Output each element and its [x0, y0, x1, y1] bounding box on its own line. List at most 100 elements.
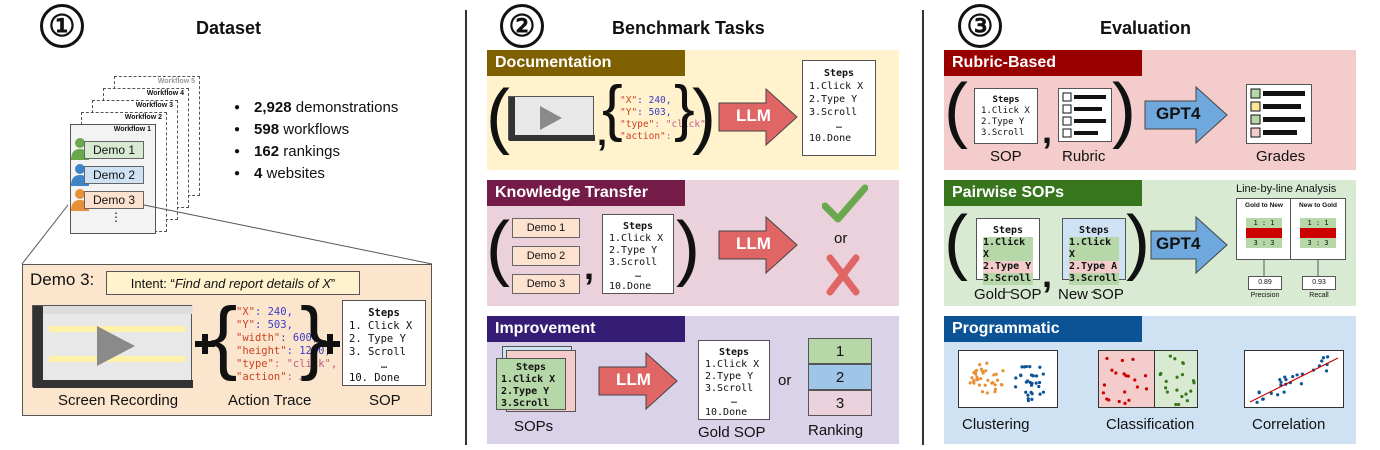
plot-point [1326, 355, 1330, 359]
rank-3: 3 [808, 390, 872, 416]
rank-1: 1 [808, 338, 872, 364]
plot-point [1175, 375, 1179, 379]
plot-point [990, 381, 994, 385]
gold-sop-card: Steps 1.Click X 2.Type Y 3.Scroll … [976, 218, 1040, 296]
plot-point [985, 361, 989, 365]
sop-card: Steps 1. Click X 2. Type Y 3. Scroll … 1… [342, 300, 426, 386]
plot-point [1117, 399, 1121, 404]
plot-point [984, 369, 988, 373]
plot-point [1164, 386, 1168, 390]
analysis-title: Line-by-line Analysis [1236, 183, 1337, 195]
analysis-cell: 3 : 3 [1246, 238, 1282, 248]
plot-point [1038, 365, 1042, 369]
caption-gold-sop: Gold SOP [974, 286, 1042, 303]
plot-point [1279, 380, 1283, 384]
paren-open: ( [486, 76, 510, 156]
demo-chip: Demo 1 [512, 218, 580, 238]
caption-sops: SOPs [514, 418, 554, 435]
plot-point [1026, 393, 1030, 397]
llm-arrow [718, 88, 798, 146]
plot-point [1321, 356, 1326, 360]
clustering-plot [958, 350, 1058, 408]
rank-2: 2 [808, 364, 872, 390]
comma: , [1042, 254, 1053, 295]
llm-label: LLM [616, 370, 651, 389]
demo-chip: Demo 2 [512, 246, 580, 266]
demo-detail-label: Demo 3: [30, 270, 95, 289]
documentation-header: Documentation [487, 50, 685, 76]
pairwise-header: Pairwise SOPs [944, 180, 1142, 206]
rubric-header: Rubric-Based [944, 50, 1142, 76]
plot-point [979, 367, 983, 371]
stat-item: 162 rankings [234, 142, 398, 164]
sop-card: Steps 1.Click X 2.Type Y 3.Scroll … 10.D… [802, 60, 876, 156]
plot-point [1165, 390, 1169, 394]
plot-point [1269, 391, 1273, 395]
plot-point [1144, 387, 1149, 391]
sop-card: Steps 1.Click X 2.Type Y 3.Scroll [974, 88, 1038, 144]
plot-point [1180, 394, 1184, 399]
paren-open: ( [944, 70, 968, 150]
plot-point [1123, 390, 1127, 394]
plot-point [1189, 389, 1193, 393]
analysis-cell [1246, 228, 1282, 238]
analysis-divider [1290, 198, 1291, 260]
plot-point [1181, 361, 1185, 366]
improvement-header: Improvement [487, 316, 685, 342]
plot-point [994, 372, 998, 376]
stat-item: 4 websites [234, 164, 398, 186]
caption-new-sop: New SOP [1058, 286, 1124, 303]
section-divider [465, 10, 467, 445]
plot-point [1177, 402, 1181, 407]
precision-label: Precision [1250, 292, 1280, 299]
llm-arrow [598, 352, 678, 410]
plot-point [1164, 379, 1168, 383]
rubric-checklist-icon [1062, 92, 1106, 138]
intent-text: Find and report details of X [174, 275, 331, 291]
plot-point [1026, 399, 1030, 403]
plot-point [1143, 374, 1148, 378]
classification-plot [1098, 350, 1198, 408]
section-divider [922, 10, 924, 445]
plot-point [1185, 399, 1189, 403]
comma: , [584, 246, 595, 287]
plot-point [974, 368, 979, 373]
plot-point [993, 390, 997, 394]
demo-chip: Demo 3 [512, 274, 580, 294]
plot-point [1173, 357, 1177, 361]
knowledge-transfer-header: Knowledge Transfer [487, 180, 685, 206]
plot-point [1324, 369, 1329, 373]
caption-rubric: Rubric [1062, 148, 1106, 165]
caption-clustering: Clustering [962, 416, 1030, 433]
brace-close: } [300, 291, 328, 382]
or-label: or [778, 372, 792, 389]
plot-point [983, 383, 987, 387]
plot-point [1024, 380, 1028, 384]
plot-point [1037, 384, 1041, 389]
plot-point [1024, 390, 1028, 394]
plot-point [986, 378, 990, 383]
plot-point [1180, 372, 1185, 377]
plus-icon [195, 334, 215, 354]
play-icon [97, 326, 135, 366]
plot-point [978, 363, 982, 367]
paren-close: ) [676, 208, 700, 288]
plot-point [979, 376, 983, 381]
action-trace: "X": 240, "Y": 503, "type": "click", "ac… [620, 95, 712, 142]
plot-point [1158, 372, 1162, 377]
caption-grades: Grades [1256, 148, 1306, 165]
plot-point [1284, 377, 1288, 382]
plot-point [1123, 401, 1127, 405]
caption-classification: Classification [1106, 416, 1195, 433]
plot-point [1028, 365, 1032, 369]
paren-close: ) [1126, 202, 1150, 282]
plot-point [1175, 388, 1179, 392]
correlation-plot [1244, 350, 1344, 408]
analysis-connectors [1263, 260, 1319, 276]
plot-point [1034, 374, 1039, 378]
stat-item: 598 workflows [234, 120, 398, 142]
plot-point [972, 378, 976, 383]
plot-point [1037, 380, 1042, 385]
screen-recording-thumbnail [508, 96, 595, 141]
intent-box: Intent: “Find and report details of X” [106, 271, 360, 295]
